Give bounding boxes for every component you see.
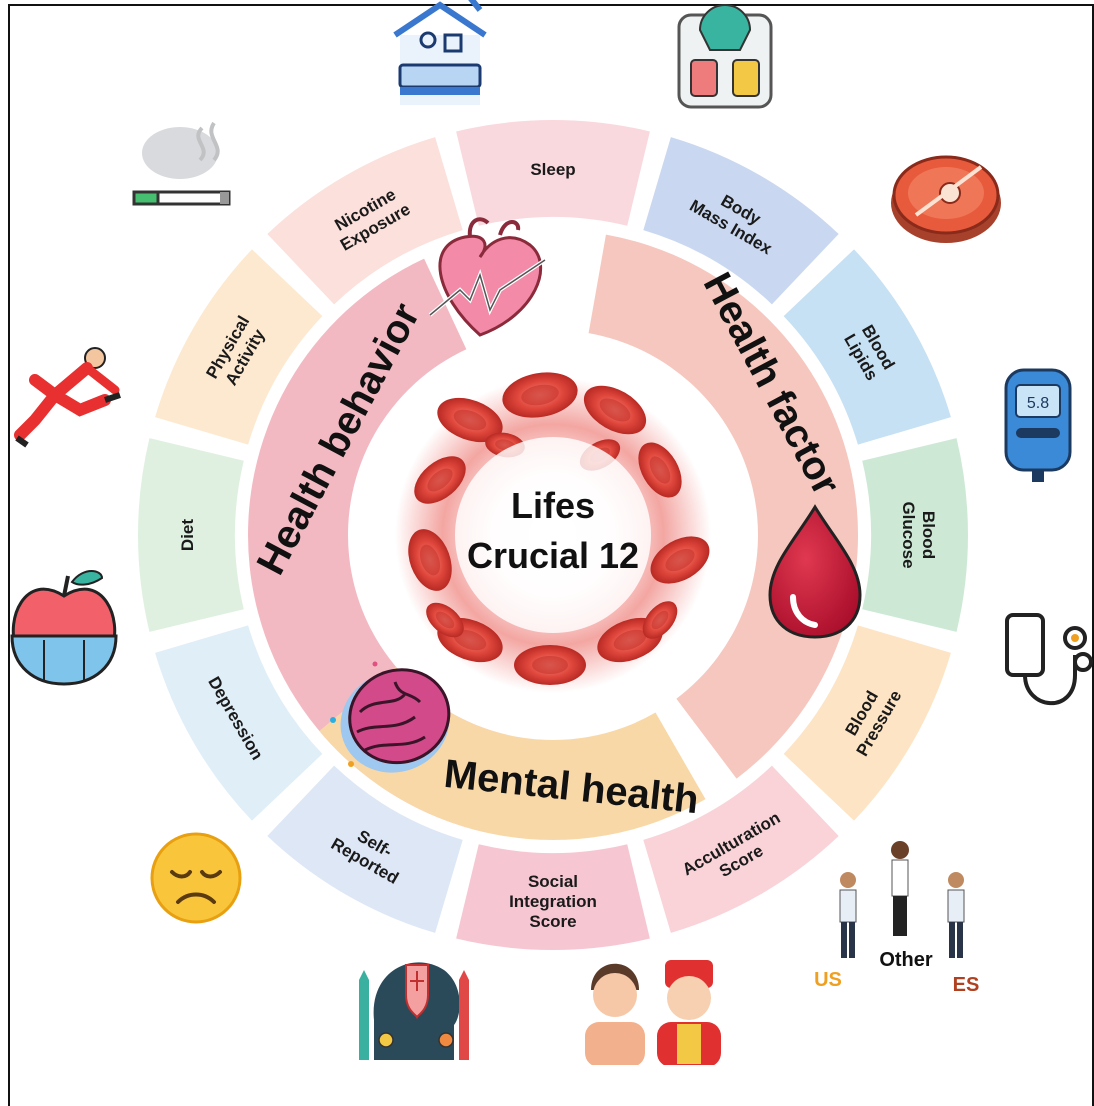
glucose-meter-icon: 5.8 <box>1004 368 1072 482</box>
heart-icon <box>428 217 547 337</box>
head-shield-icon <box>359 962 469 1060</box>
center-title-line2: Crucial 12 <box>467 535 639 576</box>
legend-us: US <box>814 969 842 991</box>
blood-cells-image: Lifes Crucial 12 <box>395 372 711 693</box>
segment-shape <box>456 844 650 950</box>
segment-depression: Depression <box>155 625 323 821</box>
people-talking-icon <box>839 841 965 958</box>
segment-label: Integration <box>509 892 597 911</box>
segment-label: Glucose <box>899 501 918 568</box>
red-blood-cell <box>408 529 452 591</box>
blood-drop-icon <box>768 504 862 639</box>
red-blood-cell <box>642 601 678 639</box>
glucose-reading: 5.8 <box>1027 395 1049 412</box>
red-blood-cell <box>514 645 586 685</box>
segment-shape <box>643 137 839 305</box>
red-blood-cell <box>414 456 466 504</box>
segment-shape <box>783 249 951 445</box>
segment-shape <box>643 765 839 933</box>
segment-label: Blood <box>919 511 938 559</box>
brain-icon <box>330 661 451 773</box>
segment-shape <box>267 137 463 305</box>
two-persons-icon <box>585 960 721 1065</box>
hospital-bed-icon <box>393 0 487 105</box>
segment-shape <box>862 438 969 632</box>
legend-other: Other <box>879 949 933 971</box>
red-blood-cell <box>426 602 464 638</box>
segment-self--reported: Self-Reported <box>267 765 463 933</box>
segment-shape <box>138 438 244 632</box>
segment-label: Score <box>529 912 576 931</box>
red-blood-cell <box>437 397 503 443</box>
segment-shape <box>267 765 463 933</box>
segment-diet: Diet <box>138 438 244 632</box>
center-title-line1: Lifes <box>511 485 595 526</box>
segment-shape <box>155 249 323 445</box>
group-arc-factor <box>588 234 858 779</box>
steak-icon <box>891 155 1001 243</box>
group-arc-shape <box>247 258 507 833</box>
segment-label: Social <box>528 872 578 891</box>
blood-pressure-monitor-icon <box>1005 613 1093 706</box>
legend-es: ES <box>953 974 980 996</box>
figure-border <box>8 4 1094 1106</box>
red-blood-cell <box>583 385 647 435</box>
segment-label: Diet <box>178 519 197 551</box>
group-arc-shape <box>588 234 858 779</box>
segment-shape <box>783 625 951 821</box>
weighing-scale-icon <box>677 4 773 109</box>
red-blood-cell <box>638 442 682 498</box>
red-blood-cell <box>502 372 578 418</box>
sad-face-icon <box>150 832 242 924</box>
segment-label: Sleep <box>530 160 575 179</box>
segment-shape <box>155 625 323 821</box>
group-arc-behavior <box>247 258 507 833</box>
apple-icon <box>10 570 118 686</box>
segment-shape <box>456 120 650 226</box>
cigarette-icon <box>132 121 231 206</box>
segment-sleep: Sleep <box>456 120 650 226</box>
runner-icon <box>14 347 121 448</box>
red-blood-cell <box>650 536 710 584</box>
